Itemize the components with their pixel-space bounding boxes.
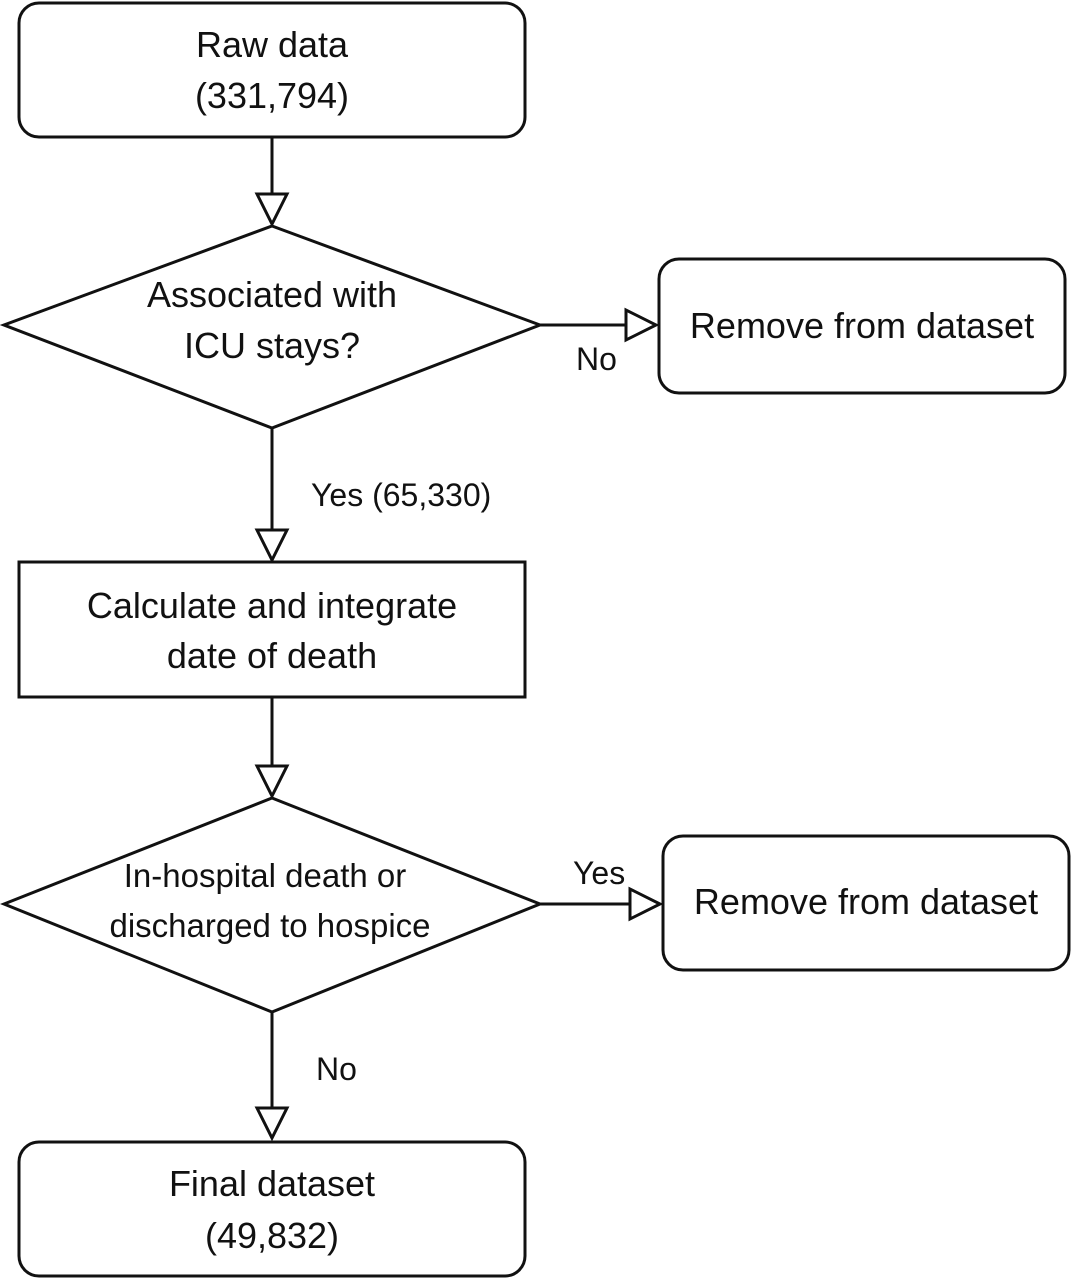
edge-label-icu-no: No xyxy=(576,341,617,377)
hospice-decision-line1: In-hospital death or xyxy=(124,857,407,894)
raw-data-count: (331,794) xyxy=(195,75,349,116)
remove-node-2: Remove from dataset xyxy=(661,834,1071,972)
calculate-box xyxy=(17,560,527,699)
final-dataset-label: Final dataset xyxy=(169,1163,375,1204)
icu-decision-node: Associated with ICU stays? xyxy=(0,224,545,430)
arrowhead-calculate-to-hospice xyxy=(254,764,290,800)
arrowhead-raw-to-icu xyxy=(254,192,290,228)
calculate-line2: date of death xyxy=(167,635,377,676)
calculate-node: Calculate and integrate date of death xyxy=(17,560,527,699)
final-dataset-box xyxy=(17,1140,527,1278)
raw-data-box xyxy=(17,1,527,139)
edge-label-icu-yes: Yes (65,330) xyxy=(311,477,491,513)
icu-decision-line1: Associated with xyxy=(147,274,397,315)
arrowhead-hospice-yes xyxy=(628,886,664,922)
raw-data-node: Raw data (331,794) xyxy=(17,1,527,139)
remove-node-1: Remove from dataset xyxy=(657,257,1067,395)
hospice-decision-node: In-hospital death or discharged to hospi… xyxy=(0,796,545,1014)
remove-box-1 xyxy=(657,257,1067,395)
final-dataset-node: Final dataset (49,832) xyxy=(17,1140,527,1278)
icu-decision-diamond xyxy=(0,224,545,430)
remove-box-2 xyxy=(661,834,1071,972)
edge-label-hospice-yes: Yes xyxy=(573,855,625,891)
calculate-line1: Calculate and integrate xyxy=(87,585,457,626)
remove-label-1: Remove from dataset xyxy=(690,305,1034,346)
arrowhead-icu-yes xyxy=(254,528,290,564)
arrowhead-icu-no xyxy=(624,307,660,343)
remove-label-2: Remove from dataset xyxy=(694,881,1038,922)
hospice-decision-line2: discharged to hospice xyxy=(109,907,430,944)
edges xyxy=(254,137,664,1142)
edge-label-hospice-no: No xyxy=(316,1051,357,1087)
hospice-decision-diamond xyxy=(0,796,545,1014)
final-dataset-count: (49,832) xyxy=(205,1215,339,1256)
arrowhead-hospice-no xyxy=(254,1106,290,1142)
icu-decision-line2: ICU stays? xyxy=(184,325,360,366)
raw-data-label: Raw data xyxy=(196,24,349,65)
